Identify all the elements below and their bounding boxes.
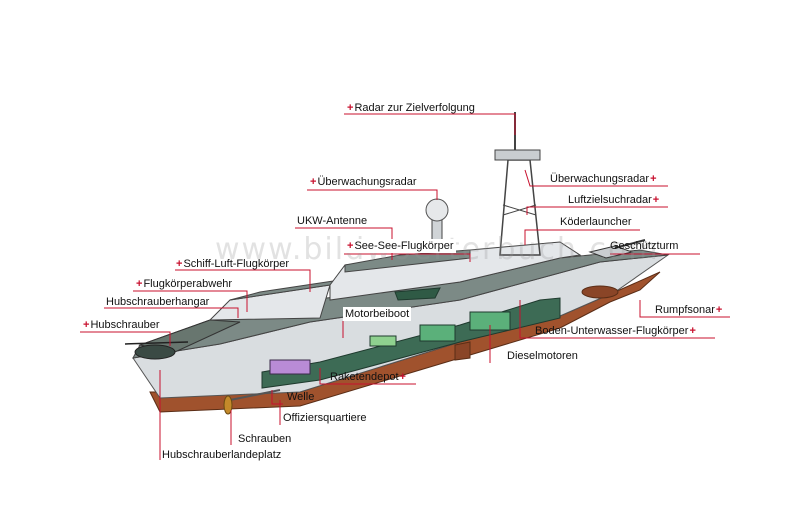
label-text: Welle xyxy=(287,391,315,403)
label-text: Offiziersquartiere xyxy=(283,412,367,424)
label-helipad[interactable]: Hubschrauberlandeplatz xyxy=(160,448,283,462)
label-surveillance-radar-left[interactable]: +Überwachungsradar xyxy=(307,175,419,189)
label-helicopter[interactable]: +Hubschrauber xyxy=(80,318,162,332)
leader-air-search xyxy=(526,206,668,215)
label-missile-defense[interactable]: +Flugkörperabwehr xyxy=(133,277,234,291)
leader-hangar xyxy=(104,307,239,318)
label-asw-missile[interactable]: Boden-Unterwasser-Flugkörper+ xyxy=(533,324,699,338)
label-hull-sonar[interactable]: Rumpfsonar+ xyxy=(653,303,725,317)
mast-platform xyxy=(494,149,541,161)
helicopter-body xyxy=(134,344,176,360)
motorboat-block xyxy=(369,335,397,347)
expand-plus-icon[interactable]: + xyxy=(399,371,406,383)
leader-hull-sonar xyxy=(639,300,730,318)
helicopter-rotor xyxy=(124,341,189,345)
expand-plus-icon[interactable]: + xyxy=(176,258,183,270)
label-text: Luftzielsuchradar xyxy=(568,194,652,206)
label-propellers[interactable]: Schrauben xyxy=(236,432,293,446)
label-missile-depot[interactable]: Raketendepot+ xyxy=(328,370,409,384)
label-surveillance-radar-right[interactable]: Überwachungsradar+ xyxy=(548,172,660,186)
radar-dome xyxy=(425,198,449,222)
leader-shaft xyxy=(271,390,283,405)
label-radar-tracking[interactable]: +Radar zur Zielverfolgung xyxy=(344,101,477,115)
label-officers-quarters[interactable]: Offiziersquartiere xyxy=(281,411,369,425)
expand-plus-icon[interactable]: + xyxy=(310,176,317,188)
leader-lines xyxy=(80,113,730,460)
label-decoy-launcher[interactable]: Köderlauncher xyxy=(558,215,634,229)
leader-decoy xyxy=(524,229,640,245)
leader-missile-def xyxy=(133,290,248,312)
expand-plus-icon[interactable]: + xyxy=(136,278,143,290)
leader-asw xyxy=(519,300,715,339)
label-text: Schiff-Luft-Flugkörper xyxy=(183,258,290,270)
label-ship-air-missile[interactable]: +Schiff-Luft-Flugkörper xyxy=(173,257,291,271)
gun-barrel xyxy=(614,239,646,249)
motorboat xyxy=(394,287,441,301)
label-turret[interactable]: Geschützturm xyxy=(608,239,680,253)
label-text: Boden-Unterwasser-Flugkörper xyxy=(535,325,689,337)
leader-missile-depot xyxy=(319,368,416,385)
label-text: Raketendepot xyxy=(330,371,399,383)
label-text: Flugkörperabwehr xyxy=(143,278,233,290)
expand-plus-icon[interactable]: + xyxy=(83,319,90,331)
leader-ship-air xyxy=(175,269,311,292)
label-text: Hubschrauberhangar xyxy=(106,296,210,308)
leader-surv-radar-left xyxy=(307,189,438,200)
diesel-engine-block xyxy=(419,324,456,342)
label-text: Dieselmotoren xyxy=(507,350,578,362)
missile-depot-block xyxy=(269,359,311,375)
leader-helicopter xyxy=(80,331,171,346)
gun-turret xyxy=(588,245,634,259)
stabilizer-fin xyxy=(454,341,471,361)
label-text: Köderlauncher xyxy=(560,216,632,228)
expand-plus-icon[interactable]: + xyxy=(347,102,354,114)
label-vhf-antenna[interactable]: UKW-Antenne xyxy=(295,214,369,228)
label-text: Hubschrauber xyxy=(90,319,160,331)
label-shaft[interactable]: Welle xyxy=(285,390,316,404)
expand-plus-icon[interactable]: + xyxy=(652,194,660,206)
expand-plus-icon[interactable]: + xyxy=(689,325,696,337)
label-text: Rumpfsonar xyxy=(655,304,715,316)
label-ship-ship-missile[interactable]: +See-See-Flugkörper xyxy=(344,239,456,253)
label-helicopter-hangar[interactable]: Hubschrauberhangar xyxy=(104,295,211,309)
label-text: Radar zur Zielverfolgung xyxy=(354,102,475,114)
leader-surv-radar-right xyxy=(524,169,668,187)
leader-radar-tracking xyxy=(344,113,516,135)
label-text: Überwachungsradar xyxy=(550,173,650,185)
label-motorboat[interactable]: Motorbeiboot xyxy=(343,307,412,321)
propeller xyxy=(223,395,233,415)
expand-plus-icon[interactable]: + xyxy=(347,240,354,252)
label-text: Geschützturm xyxy=(610,240,679,252)
label-text: Hubschrauberlandeplatz xyxy=(162,449,282,461)
leader-ship-ship xyxy=(344,253,471,262)
label-text: See-See-Flugkörper xyxy=(354,240,454,252)
label-text: Überwachungsradar xyxy=(317,176,417,188)
label-text: UKW-Antenne xyxy=(297,215,368,227)
sonar-dome xyxy=(581,285,619,299)
label-text: Motorbeiboot xyxy=(345,308,410,320)
expand-plus-icon[interactable]: + xyxy=(715,304,723,316)
label-diesel-engines[interactable]: Dieselmotoren xyxy=(505,349,580,363)
label-text: Schrauben xyxy=(238,433,292,445)
label-air-search-radar[interactable]: Luftzielsuchradar+ xyxy=(566,193,662,207)
expand-plus-icon[interactable]: + xyxy=(650,173,657,185)
